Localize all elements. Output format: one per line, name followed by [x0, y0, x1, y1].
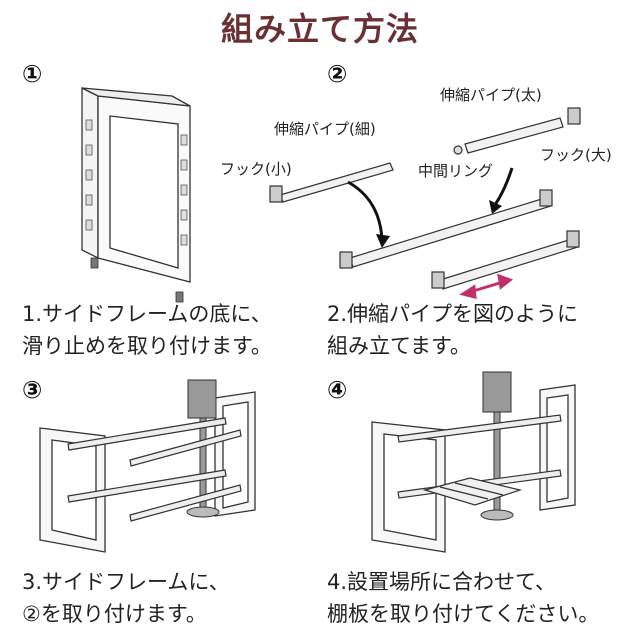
step-1-number: ① [22, 60, 43, 88]
step-4-line-1: 4.設置場所に合わせて、 [327, 570, 556, 594]
page-title: 組み立て方法 [220, 10, 419, 48]
step-2-number: ② [327, 60, 348, 88]
label-middle-ring: 中間リング [418, 162, 494, 180]
step-4-number: ④ [327, 376, 348, 404]
step-3-number: ③ [22, 376, 43, 404]
step-3-line-1: 3.サイドフレームに、 [22, 570, 230, 594]
step-2-line-1: 2.伸縮パイプを図のように [327, 302, 579, 326]
arrow-down-right [493, 167, 514, 206]
label-pipe-thick: 伸縮パイプ(太) [440, 86, 542, 104]
rubber-foot-right [175, 291, 184, 303]
label-pipe-thin: 伸縮パイプ(細) [274, 120, 376, 138]
label-hook-large: フック(大) [540, 146, 612, 164]
step-1-line-1: 1.サイドフレームの底に、 [22, 302, 272, 326]
shelf-board [422, 477, 523, 506]
step-3-text: 3.サイドフレームに、 ②を取り付けます。 [22, 566, 230, 630]
step-1-line-2: 滑り止めを取り付けます。 [22, 334, 272, 358]
rubber-foot-left [90, 257, 99, 269]
step-2-text: 2.伸縮パイプを図のように 組み立てます。 [327, 298, 578, 362]
label-hook-small: フック(小) [220, 160, 292, 178]
step-1-text: 1.サイドフレームの底に、 滑り止めを取り付けます。 [22, 298, 272, 362]
arrow-down-left [347, 180, 384, 241]
step-3-line-2: ②を取り付けます。 [22, 602, 207, 626]
step-2-line-2: 組み立てます。 [327, 334, 471, 358]
step-4-line-2: 棚板を取り付けてください。 [327, 602, 600, 626]
step-4-text: 4.設置場所に合わせて、 棚板を取り付けてください。 [327, 566, 599, 630]
